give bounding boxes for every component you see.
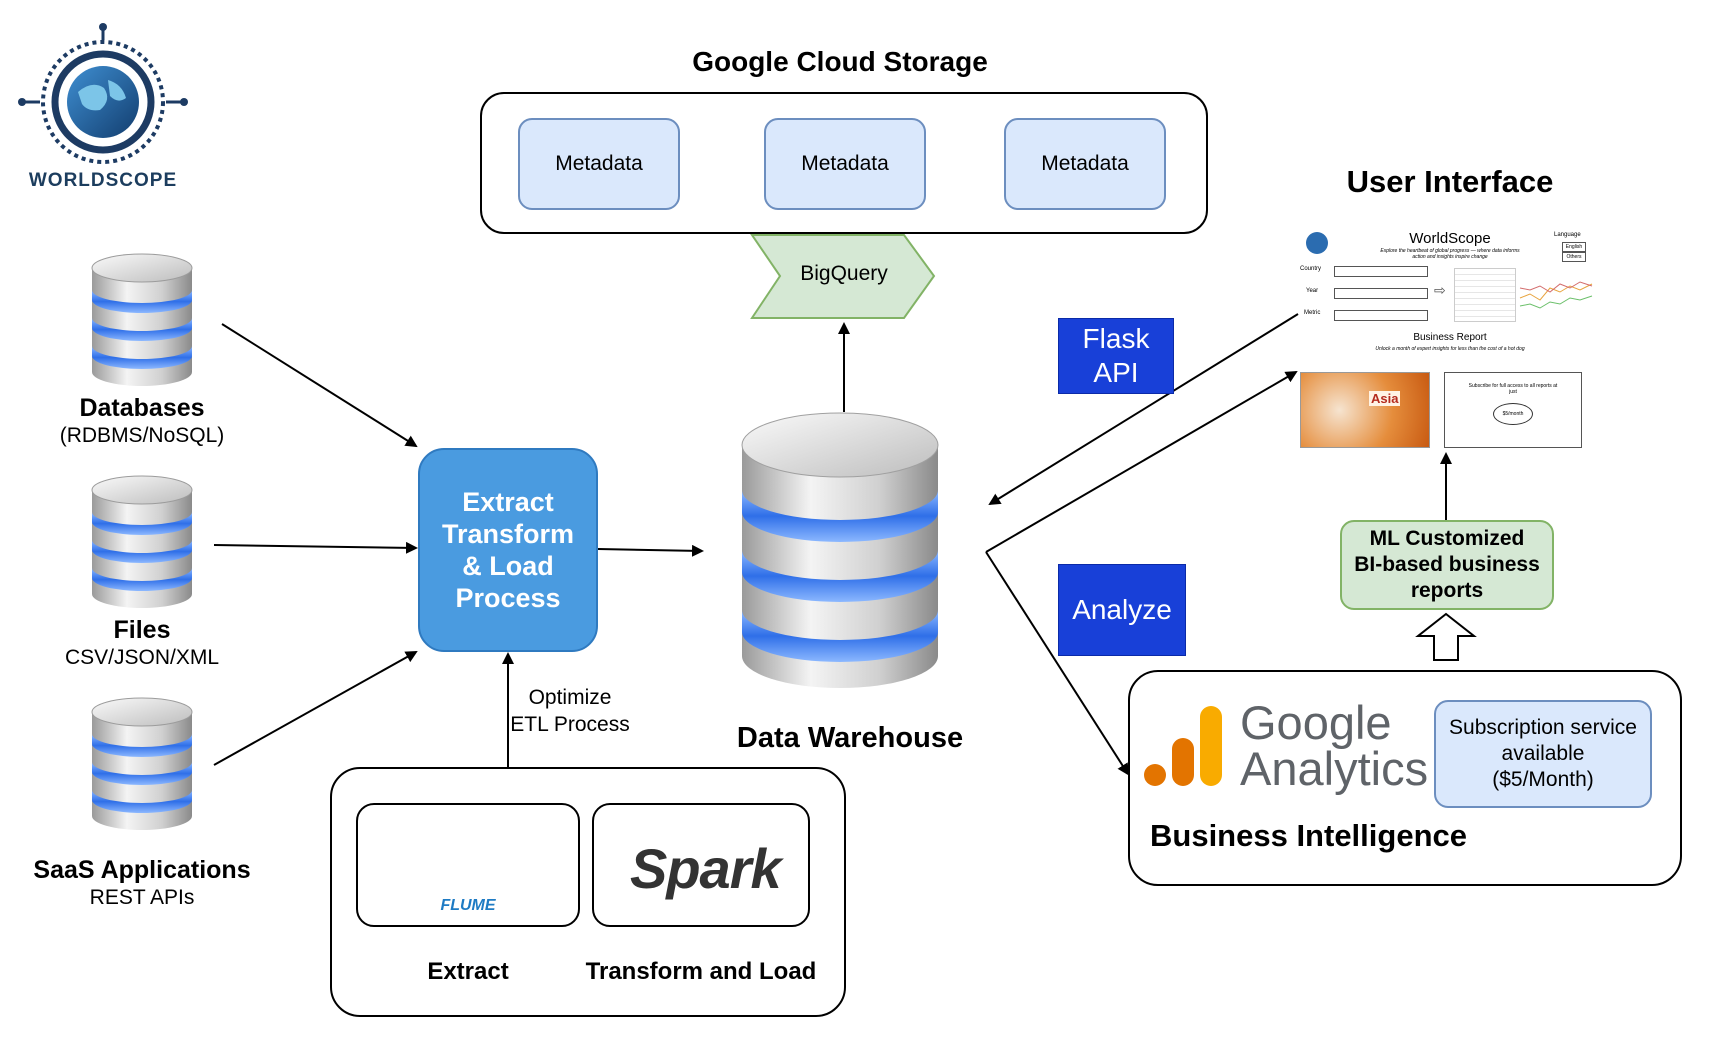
ui-screenshot: WorldScope Explore the heartbeat of glob…: [1300, 226, 1600, 452]
ml-reports-label: ML Customized BI-based business reports: [1354, 527, 1540, 602]
ui-report-title: Business Report: [1413, 332, 1487, 343]
flask-api-label: Flask API: [1058, 318, 1174, 394]
metadata-box: Metadata: [1004, 118, 1166, 210]
ui-asia-report-card: Asia: [1300, 372, 1430, 448]
data-warehouse-label: Data Warehouse: [736, 722, 964, 754]
databases-subtitle: (RDBMS/NoSQL): [59, 424, 225, 447]
user-interface-title: User Interface: [1346, 164, 1554, 199]
spark-tool-card: [592, 803, 810, 927]
metadata-box: Metadata: [518, 118, 680, 210]
arrow-etl-to-warehouse: [597, 544, 704, 557]
spark-logo-text: Spark: [630, 837, 782, 900]
extract-label: Extract: [427, 958, 509, 985]
bigquery-chevron: [750, 234, 936, 319]
gcs-container: [480, 92, 1208, 234]
files-subtitle: CSV/JSON/XML: [64, 646, 220, 669]
databases-title: Databases: [79, 394, 205, 422]
arrow-warehouse-to-bi: [985, 551, 1130, 776]
ui-asia-label: Asia: [1369, 391, 1401, 406]
transform-load-label: Transform and Load: [585, 958, 817, 985]
arrow-files-to-etl: [213, 541, 418, 554]
optimize-etl-label: Optimize ETL Process: [510, 686, 630, 736]
metadata-box: Metadata: [764, 118, 926, 210]
ui-app-title: WorldScope: [1409, 230, 1491, 247]
ui-subscribe-text: Subscribe for full access to all reports…: [1468, 383, 1558, 395]
ui-subscribe-card: Subscribe for full access to all reports…: [1444, 372, 1582, 448]
files-cylinder: [91, 475, 193, 608]
hollow-arrow-bi-to-ml: [1415, 612, 1477, 661]
business-intelligence-container: [1128, 670, 1682, 886]
ml-reports-box: ML Customized BI-based business reports: [1340, 520, 1554, 610]
logo-text: WORLDSCOPE: [28, 170, 178, 191]
ui-data-table: [1454, 268, 1516, 322]
subscription-box: Subscription service available ($5/Month…: [1434, 700, 1652, 808]
saas-cylinder: [91, 697, 193, 830]
subscription-label: Subscription service available ($5/Month…: [1449, 716, 1637, 791]
ui-arrow-icon: ⇨: [1434, 282, 1446, 298]
files-title: Files: [113, 616, 171, 644]
worldscope-logo: WORLDSCOPE: [10, 20, 196, 206]
database-cylinder: [91, 253, 193, 386]
ui-tagline: Explore the heartbeat of global progress…: [1380, 248, 1520, 260]
arrow-databases-to-etl: [221, 323, 418, 448]
gcs-title: Google Cloud Storage: [692, 46, 988, 77]
etl-label: Extract Transform & Load Process: [441, 487, 575, 613]
arrow-ui-to-warehouse: [988, 313, 1299, 506]
analyze-label: Analyze: [1058, 564, 1186, 656]
bigquery-label: BigQuery: [800, 262, 888, 285]
ui-language-others[interactable]: Others: [1562, 252, 1586, 262]
flume-tool-card: FLUME: [356, 803, 580, 927]
etl-tools-container: [330, 767, 846, 1017]
ui-field-label: Metric: [1304, 310, 1321, 316]
data-warehouse-cylinder: [741, 412, 939, 688]
google-analytics-icon: [1144, 706, 1222, 786]
flume-logo-text: FLUME: [440, 897, 496, 914]
ui-report-tagline: Unlock a month of expert insights for le…: [1375, 346, 1525, 352]
ui-logo-icon: [1306, 232, 1328, 254]
saas-subtitle: REST APIs: [89, 886, 195, 909]
ui-field-label: Country: [1300, 266, 1322, 272]
ga-line2: Analytics: [1240, 742, 1429, 795]
arrow-saas-to-etl: [213, 651, 418, 766]
flask-api-text: Flask API: [1082, 323, 1150, 388]
ui-metric-input[interactable]: [1334, 310, 1428, 321]
ui-price-button[interactable]: $5/month: [1493, 403, 1533, 425]
worldscope-logo-graphic: [18, 23, 188, 164]
ui-language-english[interactable]: English: [1562, 242, 1586, 252]
saas-title: SaaS Applications: [33, 856, 251, 884]
ui-language-label: Language: [1554, 232, 1581, 238]
ui-year-input[interactable]: [1334, 288, 1428, 299]
ga-line1: Google: [1240, 696, 1392, 749]
google-analytics-wordmark: Google Analytics: [1240, 696, 1429, 795]
ui-field-label: Year: [1306, 288, 1319, 294]
arrow-warehouse-to-ui: [985, 370, 1298, 553]
business-intelligence-title: Business Intelligence: [1150, 818, 1467, 853]
ui-country-input[interactable]: [1334, 266, 1428, 277]
ui-line-chart: [1519, 281, 1593, 309]
etl-process-box: Extract Transform & Load Process: [418, 448, 598, 652]
